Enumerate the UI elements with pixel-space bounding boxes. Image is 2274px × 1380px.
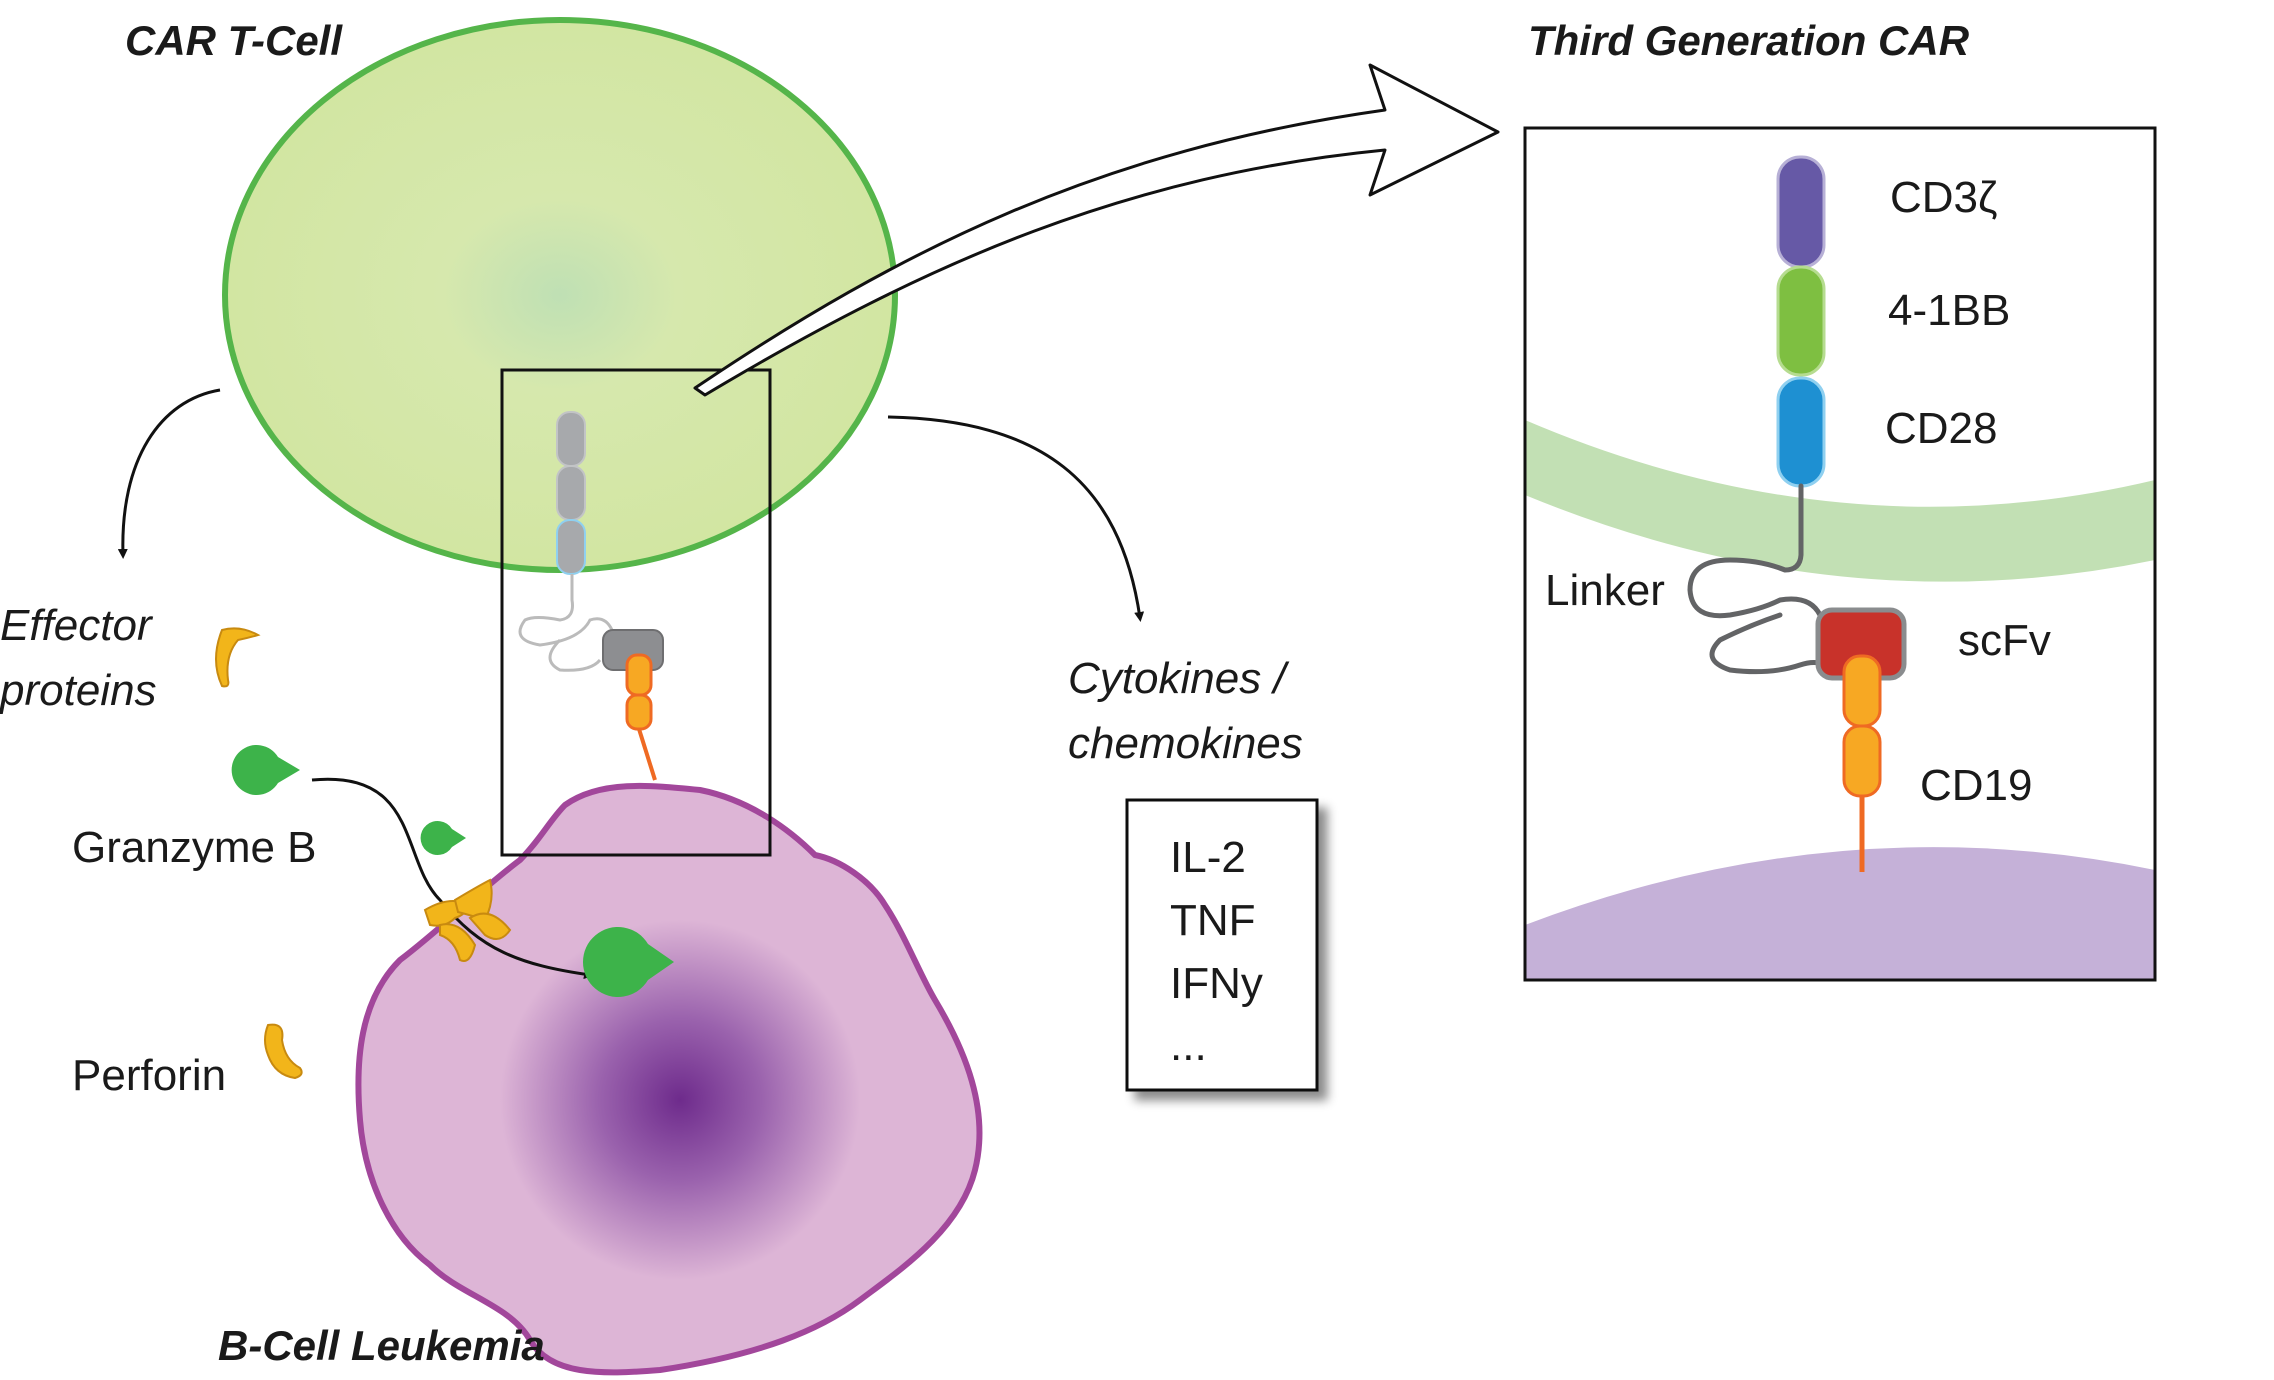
- effector-label-line1: Effector: [0, 601, 154, 650]
- third-generation-car-frame: [1523, 126, 2157, 982]
- cytokines-label-line2: chemokines: [1068, 719, 1303, 768]
- b-cell-nucleus: [500, 920, 860, 1280]
- t-cell-membrane-band: [1525, 420, 2155, 582]
- b-cell-membrane-band: [1525, 847, 2155, 980]
- cd3z-domain: [1776, 155, 1826, 269]
- granzyme-arrow: [311, 777, 594, 980]
- cytokines-label-line1: Cytokines /: [1068, 654, 1289, 703]
- cd19-label: CD19: [1920, 761, 2033, 810]
- cd28-label: CD28: [1885, 404, 1998, 453]
- third-generation-car-panel: [1525, 128, 2155, 980]
- 4-1bb-label: 4-1BB: [1888, 286, 2010, 335]
- third-generation-car-label: Third Generation CAR: [1528, 17, 1970, 64]
- cytokine-item: IL-2: [1170, 833, 1246, 882]
- car-t-cell-label: CAR T-Cell: [125, 17, 343, 64]
- perforin-pore: [423, 878, 512, 962]
- granzyme-b-label: Granzyme B: [72, 823, 317, 872]
- cytokine-item: ...: [1170, 1021, 1207, 1070]
- granzyme-b-internal-icon: [582, 927, 674, 997]
- cytokine-list-box: [1125, 798, 1319, 1092]
- linker-chain: [1687, 483, 1843, 675]
- cytokines-arrow: [887, 415, 1145, 622]
- cd28-domain: [1776, 376, 1826, 488]
- b-cell-leukemia-label: B-Cell Leukemia: [218, 1322, 545, 1369]
- cytokine-item: TNF: [1170, 896, 1256, 945]
- cytokine-item: IFNy: [1170, 959, 1263, 1008]
- granzyme-b-small-icon: [420, 820, 466, 855]
- cd19-domain-lower: [1842, 724, 1882, 798]
- 4-1bb-domain: [1776, 265, 1826, 377]
- scfv-label: scFv: [1958, 616, 2051, 665]
- linker-label: Linker: [1545, 566, 1665, 615]
- cd3z-label: CD3ζ: [1890, 173, 1997, 222]
- perforin-icon: [264, 1023, 303, 1080]
- perforin-label: Perforin: [72, 1051, 226, 1100]
- car-receptor-small: [518, 411, 664, 781]
- cd19-domain-upper: [1842, 654, 1882, 728]
- granzyme-b-icon: [231, 745, 300, 795]
- zoom-region-box: [500, 368, 772, 857]
- effector-arrow: [117, 388, 221, 559]
- effector-label-line2: proteins: [0, 666, 157, 715]
- effector-protein-icon: [215, 627, 261, 688]
- zoom-arrow: [693, 63, 1500, 397]
